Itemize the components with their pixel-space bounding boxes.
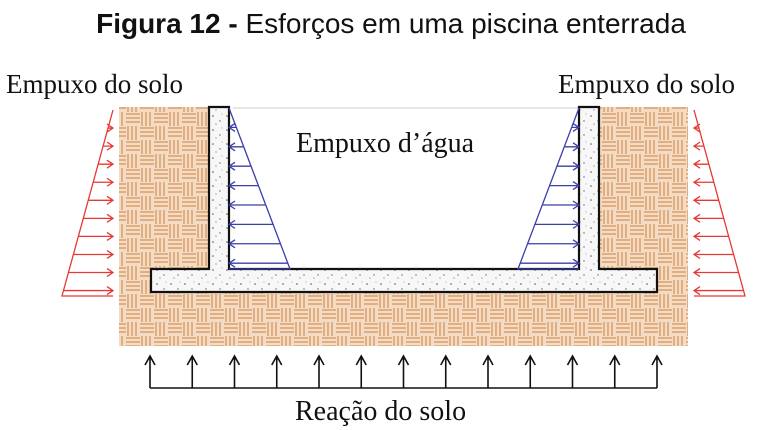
soil-thrust-right-arrows [692, 109, 746, 297]
water-thrust-right [517, 107, 581, 270]
figure-label: Figura 12 - [96, 8, 238, 39]
label-soil-thrust-right: Empuxo do solo [558, 69, 735, 99]
soil-thrust-left-arrows [61, 109, 115, 297]
soil-reaction-arrows [144, 354, 663, 389]
figure-title: Esforços em uma piscina enterrada [245, 8, 686, 39]
water-thrust-left [227, 107, 291, 270]
figure-caption: Figura 12 - Esforços em uma piscina ente… [0, 8, 782, 40]
label-soil-reaction: Reação do solo [295, 396, 466, 427]
label-soil-thrust-left: Empuxo do solo [6, 69, 183, 99]
label-water-thrust: Empuxo d’água [296, 128, 475, 159]
